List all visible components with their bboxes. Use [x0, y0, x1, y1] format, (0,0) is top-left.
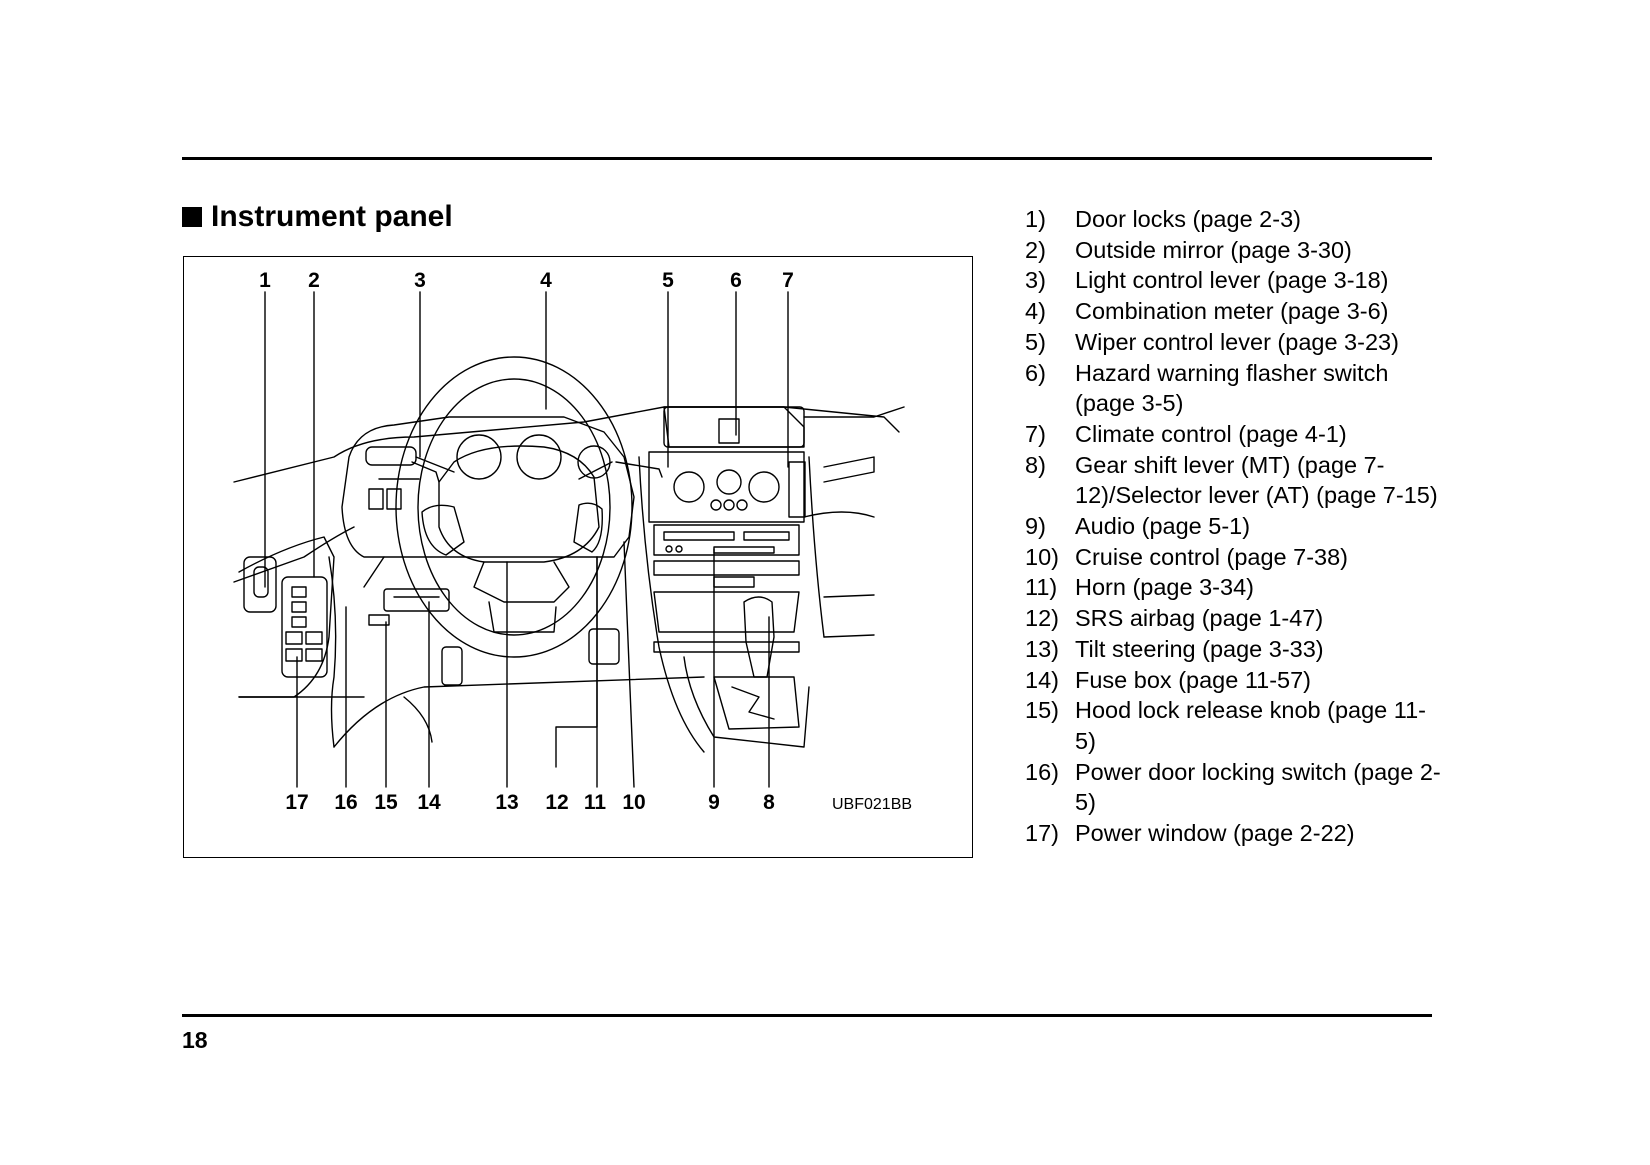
steering-wheel-inner [417, 378, 611, 636]
callout-2: 2 [308, 269, 320, 292]
callout-15: 15 [374, 791, 398, 814]
callout-9: 9 [708, 791, 720, 814]
callout-13: 13 [495, 791, 518, 814]
legend-item-text: Power door locking switch (page 2-5) [1075, 758, 1441, 816]
legend-item-text: Hood lock release knob (page 11-5) [1075, 697, 1426, 754]
legend-item-number: 5) [1025, 328, 1046, 355]
legend-item-number: 8) [1025, 451, 1046, 478]
legend-item: 16) Power door locking switch (page 2-5) [1025, 757, 1445, 818]
steering-wheel-outer [395, 356, 633, 658]
heading-square-icon [182, 207, 202, 227]
legend-list: 1) Door locks (page 2-3) 2) Outside mirror … [1025, 204, 1445, 849]
figure-code: UBF021BB [832, 796, 912, 813]
door-panel [238, 536, 335, 698]
heading-text: Instrument panel [211, 200, 453, 233]
steering-hub [438, 445, 600, 563]
callout-12: 12 [545, 791, 568, 814]
legend-item-text: Gear shift lever (MT) (page 7-12)/Select… [1075, 451, 1438, 509]
legend-item: 2) Outside mirror (page 3-30) [1025, 235, 1445, 266]
legend-item-number: 7) [1025, 420, 1046, 447]
callout-11: 11 [584, 791, 607, 814]
top-rule [182, 157, 1432, 160]
legend-item-text: Horn (page 3-34) [1075, 574, 1254, 601]
legend-item-number: 9) [1025, 513, 1046, 540]
door-handle [243, 556, 277, 613]
legend-item-number: 14) [1025, 666, 1059, 693]
legend-item-number: 4) [1025, 298, 1046, 325]
legend-item-number: 2) [1025, 236, 1046, 263]
legend-item-number: 16) [1025, 758, 1059, 785]
legend-item-number: 11) [1025, 574, 1058, 601]
legend-item: 12) SRS airbag (page 1-47) [1025, 603, 1445, 634]
section-heading: Instrument panel [182, 200, 453, 234]
audio-unit [653, 524, 800, 556]
page-number: 18 [182, 1027, 208, 1053]
legend-item-text: Cruise control (page 7-38) [1075, 543, 1348, 570]
callout-7: 7 [782, 269, 794, 292]
legend-item-text: Outside mirror (page 3-30) [1075, 236, 1352, 263]
legend-item-number: 13) [1025, 635, 1059, 662]
callout-14: 14 [417, 791, 441, 814]
legend-item: 15) Hood lock release knob (page 11-5) [1025, 695, 1445, 756]
meter-cluster-housing [341, 416, 635, 558]
legend-item-text: Light control lever (page 3-18) [1075, 267, 1389, 294]
dashboard-top-right [663, 406, 805, 448]
legend-item: 14) Fuse box (page 11-57) [1025, 665, 1445, 696]
legend-item-text: Door locks (page 2-3) [1075, 206, 1301, 232]
legend-item: 3) Light control lever (page 3-18) [1025, 265, 1445, 296]
callout-16: 16 [334, 791, 357, 814]
legend-item: 17) Power window (page 2-22) [1025, 818, 1445, 849]
legend-item-number: 10) [1025, 543, 1059, 570]
bottom-rule [182, 1014, 1432, 1017]
dashboard-right-edge [803, 406, 905, 418]
seat-outline [333, 676, 705, 748]
legend-item: 4) Combination meter (page 3-6) [1025, 296, 1445, 327]
legend-item: 5) Wiper control lever (page 3-23) [1025, 327, 1445, 358]
legend-item-text: Wiper control lever (page 3-23) [1075, 328, 1399, 355]
legend-item-text: Hazard warning flasher switch (page 3-5) [1075, 359, 1389, 417]
legend-item-number: 12) [1025, 605, 1059, 632]
legend-item: 7) Climate control (page 4-1) [1025, 419, 1445, 450]
legend-item-text: Climate control (page 4-1) [1075, 420, 1347, 447]
center-vents [663, 406, 805, 448]
gear-gate [713, 676, 800, 730]
callout-8: 8 [763, 791, 775, 814]
steering-column [488, 601, 557, 633]
legend-item-text: Audio (page 5-1) [1075, 513, 1251, 540]
instrument-panel-figure: 1 2 3 4 5 6 7 17 16 15 14 13 12 11 10 9 … [183, 256, 973, 858]
center-console [648, 451, 805, 523]
legend-item-text: Fuse box (page 11-57) [1075, 666, 1312, 693]
legend-item-number: 3) [1025, 267, 1046, 294]
legend-item: 11) Horn (page 3-34) [1025, 572, 1445, 603]
legend-item: 13) Tilt steering (page 3-33) [1025, 634, 1445, 665]
callout-5: 5 [662, 269, 674, 292]
legend-item-number: 6) [1025, 359, 1046, 386]
legend-item: 6) Hazard warning flasher switch (page 3-… [1025, 358, 1445, 419]
window-switch-panel [281, 576, 328, 678]
legend-item-text: SRS airbag (page 1-47) [1075, 605, 1324, 632]
legend-item: 8) Gear shift lever (MT) (page 7-12)/Sele… [1025, 450, 1445, 511]
legend-item: 9) Audio (page 5-1) [1025, 511, 1445, 542]
fuse-box-cover [383, 588, 450, 612]
legend-item: 10) Cruise control (page 7-38) [1025, 542, 1445, 573]
callout-17: 17 [285, 791, 308, 814]
hood-release-knob [368, 614, 390, 626]
legend-item-text: Combination meter (page 3-6) [1075, 298, 1389, 325]
callout-4: 4 [540, 269, 552, 292]
legend-item-number: 1) [1025, 206, 1046, 232]
callout-1: 1 [259, 269, 271, 292]
legend-item-number: 15) [1025, 697, 1059, 724]
callout-6: 6 [730, 269, 742, 292]
callout-10: 10 [622, 791, 645, 814]
callout-3: 3 [414, 269, 426, 292]
legend-item-text: Power window (page 2-22) [1075, 820, 1355, 847]
legend-item: 1) Door locks (page 2-3) [1025, 204, 1445, 235]
legend-item-text: Tilt steering (page 3-33) [1075, 635, 1324, 662]
legend-item-number: 17) [1025, 820, 1059, 847]
instrument-panel-illustration: 1 2 3 4 5 6 7 17 16 15 14 13 12 11 10 9 … [233, 269, 912, 814]
